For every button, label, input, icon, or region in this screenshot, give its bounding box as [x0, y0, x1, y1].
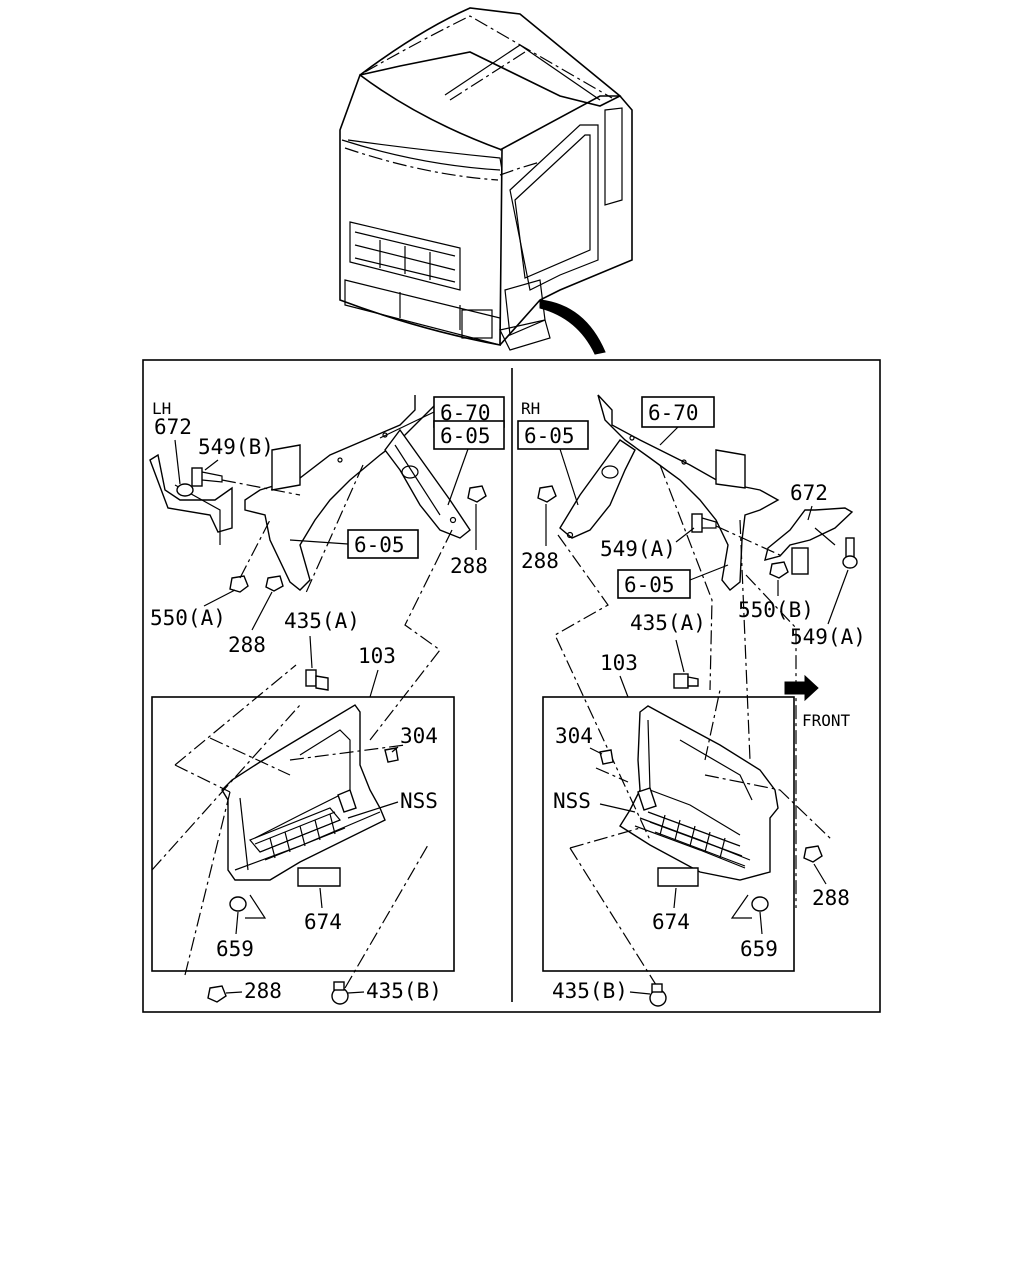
rh-label-550b: 550(B)	[738, 598, 814, 622]
rh-label-435b: 435(B)	[552, 979, 628, 1003]
rh-label-549a-lower: 549(A)	[790, 625, 866, 649]
lh-label-288-bottom: 288	[244, 979, 282, 1003]
lh-label-672: 672	[154, 415, 192, 439]
lh-side-label: LH	[152, 399, 171, 418]
rh-label-nss: NSS	[553, 789, 591, 813]
rh-label-659: 659	[740, 937, 778, 961]
rh-ref-6-05-upper: 6-05	[524, 424, 575, 448]
lh-label-288-right: 288	[450, 554, 488, 578]
rh-side-label: RH	[521, 399, 540, 418]
lh-label-304: 304	[400, 724, 438, 748]
lh-ref-6-05-lower-box	[347, 529, 419, 559]
lh-label-435b: 435(B)	[366, 979, 442, 1003]
lh-label-550a: 550(A)	[150, 606, 226, 630]
lh-label-nss: NSS	[400, 789, 438, 813]
front-arrow-icon	[784, 674, 819, 702]
lh-ref-6-05-upper: 6-05	[440, 424, 491, 448]
rh-assembly: 6-70 6-05 6-05 672 549(A) 550(B) 549(A) …	[517, 394, 866, 1007]
rh-label-304: 304	[555, 724, 593, 748]
lh-assembly: 6-70 6-05 6-05 672 549(B) 550(A) 288 288	[149, 395, 505, 1005]
lh-ref-6-05-lower: 6-05	[354, 533, 405, 557]
rh-label-674: 674	[652, 910, 690, 934]
rh-ref-6-70: 6-70	[648, 401, 699, 425]
rh-label-288-right: 288	[812, 886, 850, 910]
rh-step-box	[542, 696, 795, 972]
rh-label-549a-upper: 549(A)	[600, 537, 676, 561]
lh-step-box	[151, 696, 455, 972]
rh-label-288-upper: 288	[521, 549, 559, 573]
diagram-frame	[142, 359, 881, 1013]
rh-ref-6-70-box	[641, 396, 715, 428]
lh-label-103: 103	[358, 644, 396, 668]
lh-label-288-mid: 288	[228, 633, 266, 657]
lh-label-674: 674	[304, 910, 342, 934]
lh-label-435a: 435(A)	[284, 609, 360, 633]
front-direction-label: FRONT	[802, 711, 851, 730]
rh-ref-6-05-lower: 6-05	[624, 573, 675, 597]
lh-label-659: 659	[216, 937, 254, 961]
truck-cab-illustration	[339, 7, 633, 355]
rh-ref-6-05-upper-box	[517, 420, 589, 450]
rh-label-103: 103	[600, 651, 638, 675]
lh-ref-6-05-upper-box	[433, 420, 505, 450]
lh-label-549b: 549(B)	[198, 435, 274, 459]
rh-label-435a: 435(A)	[630, 611, 706, 635]
rh-ref-6-05-lower-box	[617, 569, 691, 599]
rh-label-672: 672	[790, 481, 828, 505]
